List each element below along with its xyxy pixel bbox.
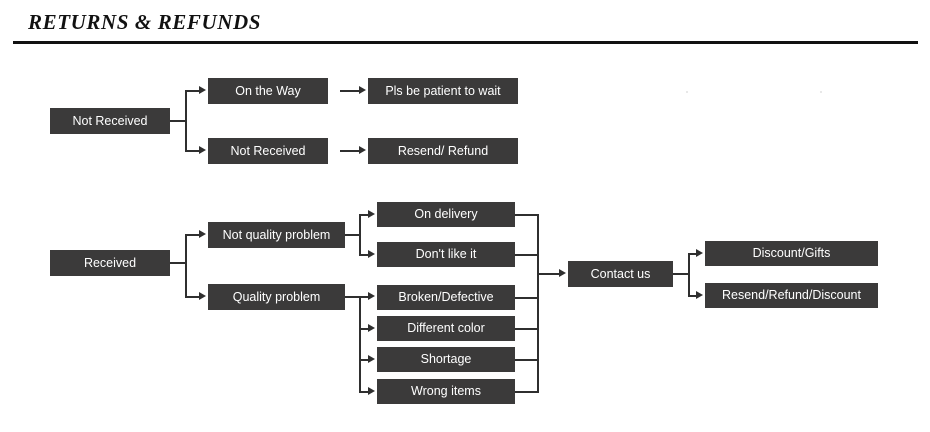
artifact-speck-left — [686, 91, 688, 93]
connector-not-received-bus — [185, 90, 187, 151]
arrow-not-received-to-resend — [359, 146, 366, 154]
arrow-to-shortage — [368, 355, 375, 363]
connector-received-stem — [170, 262, 187, 264]
node-broken-defective[interactable]: Broken/Defective — [377, 285, 515, 310]
arrow-to-on-the-way — [199, 86, 206, 94]
node-dont-like-it[interactable]: Don't like it — [377, 242, 515, 267]
connector-merge-bus — [537, 214, 539, 393]
connector-to-resend-refund-discount — [688, 295, 697, 297]
connector-dont-like-it-merge — [515, 254, 539, 256]
connector-to-discount-gifts — [688, 253, 697, 255]
node-wrong-items[interactable]: Wrong items — [377, 379, 515, 404]
node-on-the-way[interactable]: On the Way — [208, 78, 328, 104]
connector-not-received-to-resend — [340, 150, 360, 152]
arrow-to-contact-us — [559, 269, 566, 277]
connector-contact-us-bus — [688, 253, 690, 296]
connector-on-delivery-merge — [515, 214, 539, 216]
arrow-to-dont-like-it — [368, 250, 375, 258]
node-quality-problem[interactable]: Quality problem — [208, 284, 345, 310]
connector-on-the-way-to-pls — [340, 90, 360, 92]
arrow-on-the-way-to-pls — [359, 86, 366, 94]
page-title: RETURNS & REFUNDS — [28, 10, 262, 34]
connector-to-quality — [185, 296, 200, 298]
node-contact-us[interactable]: Contact us — [568, 261, 673, 287]
node-on-delivery[interactable]: On delivery — [377, 202, 515, 227]
connector-to-broken-defective — [359, 296, 369, 298]
node-received-root[interactable]: Received — [50, 250, 170, 276]
connector-to-not-quality — [185, 234, 200, 236]
node-not-quality-problem[interactable]: Not quality problem — [208, 222, 345, 248]
connector-to-not-received-child — [185, 150, 200, 152]
arrow-to-resend-refund-discount — [696, 291, 703, 299]
connector-broken-defective-merge — [515, 297, 539, 299]
connector-not-received-stem — [170, 120, 187, 122]
arrow-to-different-color — [368, 324, 375, 332]
node-shortage[interactable]: Shortage — [377, 347, 515, 372]
connector-to-shortage — [359, 359, 369, 361]
connector-contact-us-stem — [673, 273, 690, 275]
arrow-to-wrong-items — [368, 387, 375, 395]
node-resend-refund[interactable]: Resend/ Refund — [368, 138, 518, 164]
connector-quality-stem — [345, 296, 361, 298]
node-different-color[interactable]: Different color — [377, 316, 515, 341]
connector-shortage-merge — [515, 359, 539, 361]
arrow-to-not-received-child — [199, 146, 206, 154]
arrow-to-on-delivery — [368, 210, 375, 218]
connector-received-bus — [185, 234, 187, 297]
connector-not-quality-fanbus — [359, 214, 361, 255]
node-resend-refund-discount[interactable]: Resend/Refund/Discount — [705, 283, 878, 308]
connector-not-quality-stem — [345, 234, 361, 236]
node-not-received-root[interactable]: Not Received — [50, 108, 170, 134]
connector-to-different-color — [359, 328, 369, 330]
arrow-to-discount-gifts — [696, 249, 703, 257]
arrow-to-not-quality — [199, 230, 206, 238]
connector-merge-to-contact-us — [537, 273, 560, 275]
connector-wrong-items-merge — [515, 391, 539, 393]
connector-different-color-merge — [515, 328, 539, 330]
connector-to-dont-like-it — [359, 254, 369, 256]
connector-to-wrong-items — [359, 391, 369, 393]
node-discount-gifts[interactable]: Discount/Gifts — [705, 241, 878, 266]
arrow-to-broken-defective — [368, 292, 375, 300]
node-not-received-child[interactable]: Not Received — [208, 138, 328, 164]
artifact-speck-right — [820, 91, 822, 93]
arrow-to-quality — [199, 292, 206, 300]
connector-to-on-the-way — [185, 90, 200, 92]
connector-to-on-delivery — [359, 214, 369, 216]
node-pls-be-patient[interactable]: Pls be patient to wait — [368, 78, 518, 104]
title-divider — [13, 41, 918, 44]
connector-quality-fanbus — [359, 296, 361, 392]
